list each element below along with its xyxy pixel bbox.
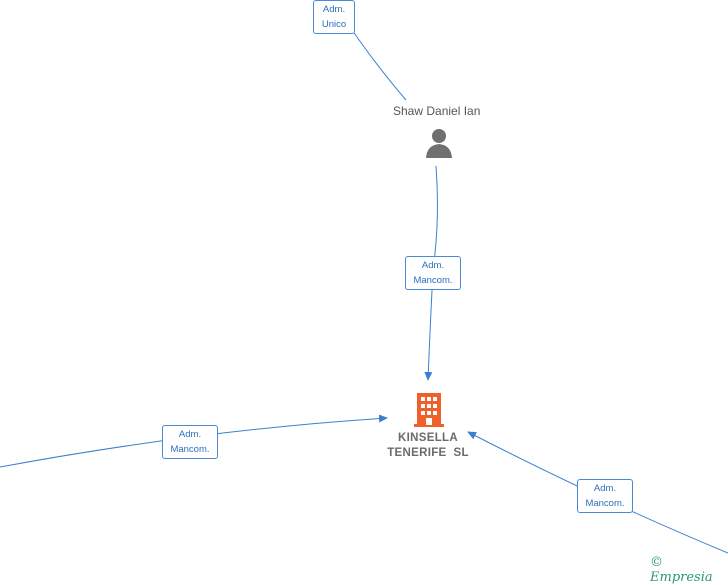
person-icon[interactable] bbox=[424, 128, 454, 158]
role-line1: Adm. bbox=[421, 260, 445, 271]
building-icon[interactable] bbox=[414, 391, 444, 427]
role-line1: Adm. bbox=[322, 4, 346, 15]
role-box-adm-unico[interactable]: Adm. Unico bbox=[313, 0, 355, 34]
company-name-line2: TENERIFE SL bbox=[387, 447, 469, 459]
edge-top-to-person bbox=[351, 29, 407, 101]
role-line2: Mancom. bbox=[413, 275, 453, 286]
role-box-adm-mancom-center[interactable]: Adm. Mancom. bbox=[405, 256, 461, 290]
brand-watermark: © Empresia bbox=[650, 555, 728, 585]
company-name-line1: KINSELLA bbox=[398, 432, 458, 444]
role-box-adm-mancom-right[interactable]: Adm. Mancom. bbox=[577, 479, 633, 513]
person-name[interactable]: Shaw Daniel Ian bbox=[393, 104, 481, 118]
brand-name: Empresia bbox=[650, 570, 713, 585]
role-line2: Mancom. bbox=[585, 498, 625, 509]
role-line1: Adm. bbox=[178, 429, 202, 440]
role-line2: Mancom. bbox=[170, 444, 210, 455]
company-name[interactable]: KINSELLA TENERIFE SL bbox=[378, 431, 478, 461]
role-line1: Adm. bbox=[593, 483, 617, 494]
role-box-adm-mancom-left[interactable]: Adm. Mancom. bbox=[162, 425, 218, 459]
role-line2: Unico bbox=[321, 19, 347, 30]
copyright-symbol: © bbox=[650, 555, 663, 570]
